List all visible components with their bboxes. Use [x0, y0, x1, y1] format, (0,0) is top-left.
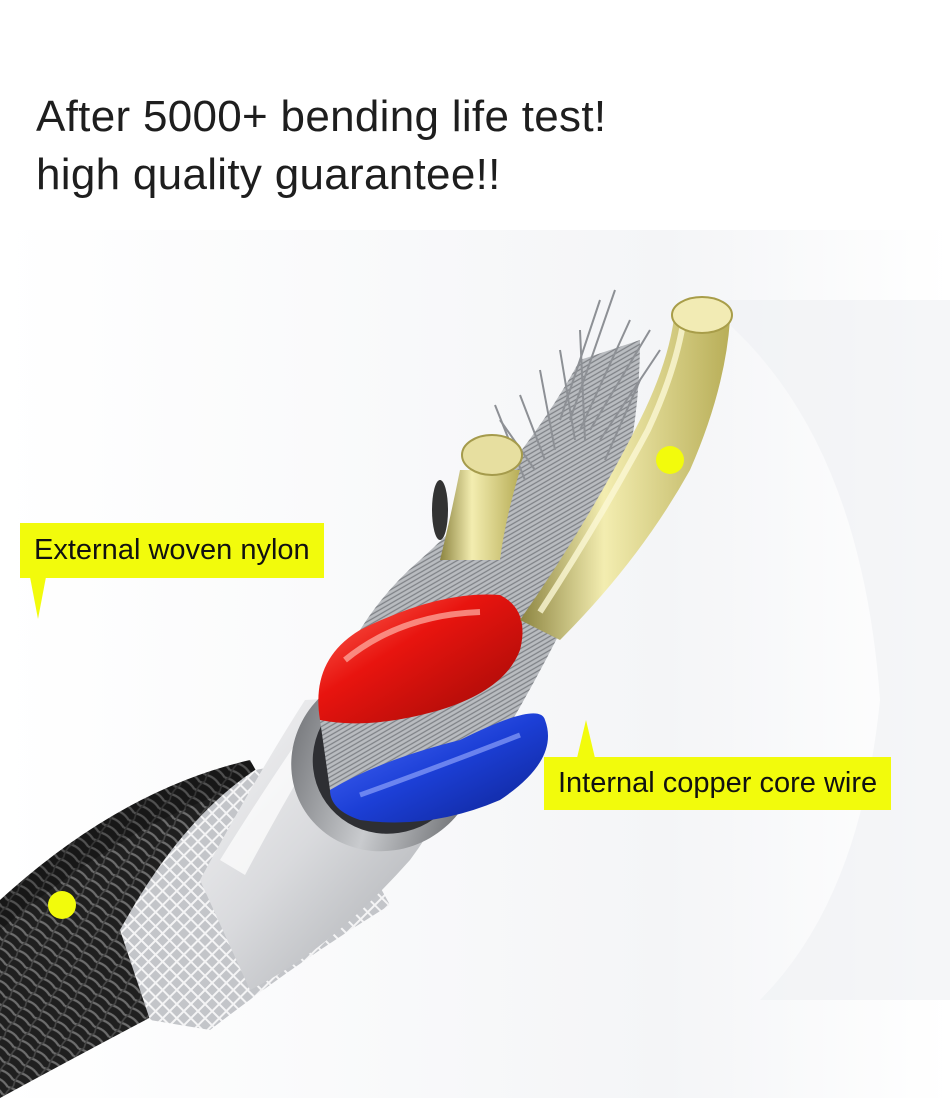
callout-external-woven-nylon: External woven nylon: [20, 523, 324, 578]
headline-line-1: After 5000+ bending life test!: [36, 92, 607, 141]
red-insulated-wire: [318, 594, 523, 724]
callout-internal-copper-core-wire: Internal copper core wire: [544, 757, 892, 810]
headline: After 5000+ bending life test! high qual…: [36, 88, 916, 204]
callout-pointer-core: [577, 720, 595, 758]
small-gold-wire: [440, 470, 520, 560]
callout-pointer-nylon: [30, 577, 46, 619]
marker-dot-core: [656, 446, 684, 474]
marker-dot-jacket: [48, 891, 76, 919]
headline-line-2: high quality guarantee!!: [36, 150, 501, 199]
frayed-strand-ends: [494, 289, 661, 481]
